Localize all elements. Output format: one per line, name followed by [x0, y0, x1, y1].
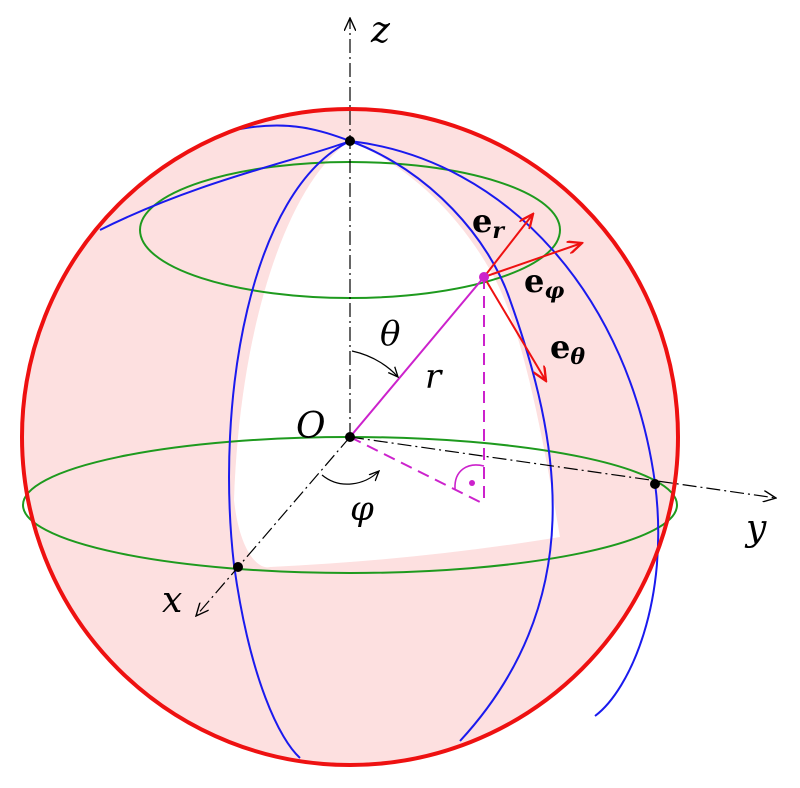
etheta-vector [483, 276, 546, 381]
er-vector [483, 214, 533, 278]
projection-horizontal [349, 436, 485, 505]
ephi-vector [483, 243, 582, 278]
x-intersection-point [233, 562, 243, 572]
x-axis [196, 436, 351, 616]
y-intersection-point [650, 479, 660, 489]
meridian-y [349, 140, 660, 717]
etheta-label: eθ [550, 328, 585, 370]
er-label: er [472, 202, 505, 244]
sphere-outline [20, 107, 680, 767]
meridian-back [99, 124, 353, 231]
theta-arc [351, 350, 398, 377]
origin-point [345, 432, 355, 442]
right-angle-mark [454, 464, 485, 490]
radius-label: r [425, 357, 443, 397]
ephi-label: eφ [524, 262, 564, 304]
surface-point [479, 272, 489, 282]
radius-line [349, 276, 485, 438]
theta-label: θ [380, 314, 400, 354]
x-axis-label: x [162, 580, 182, 621]
phi-arc [321, 471, 379, 485]
cutout-region [234, 141, 560, 568]
phi-label: φ [350, 489, 374, 529]
north-pole-point [345, 136, 355, 146]
right-angle-dot [469, 480, 475, 486]
origin-label: O [296, 406, 326, 447]
z-axis-label: z [370, 10, 391, 51]
y-axis-label: y [744, 508, 767, 549]
meridian-x [228, 140, 351, 759]
